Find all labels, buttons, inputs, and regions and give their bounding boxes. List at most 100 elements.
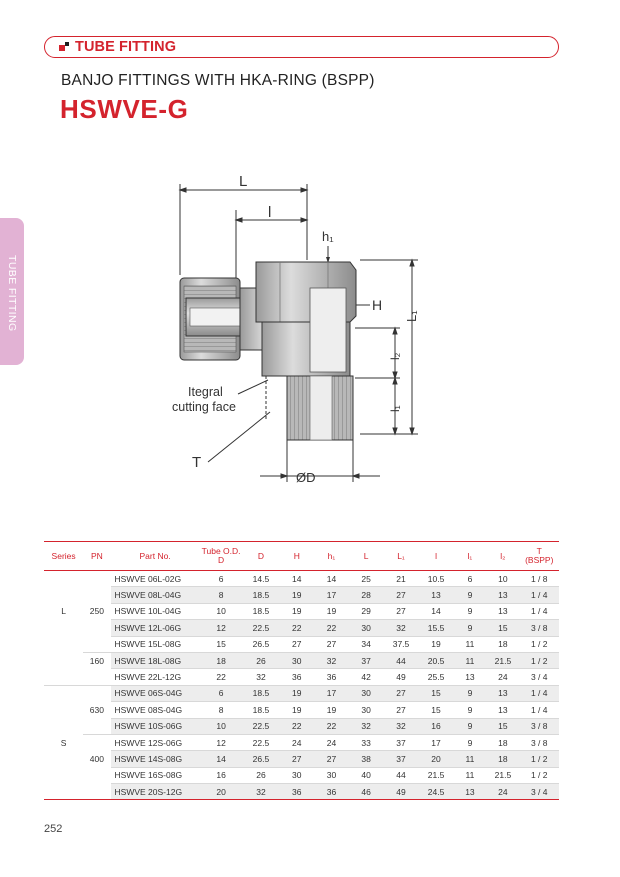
cell-value: 49 [383,783,419,801]
cell-value: 17 [418,734,454,752]
cell-value: 36 [279,668,315,686]
cell-series [44,636,84,653]
cell-value: 26.5 [242,750,280,768]
label-L: L [239,173,247,190]
cell-value: 9 [453,586,487,604]
cell-pn [83,767,111,784]
cell-value: 40 [348,767,384,785]
cell-value: 18.5 [242,684,280,703]
cell-value: 24 [486,668,520,686]
cell-value: 37 [348,652,384,670]
col-series: Series [44,541,84,571]
cell-value: 6 [199,570,243,588]
cell-value: 11 [453,652,487,670]
cell-value: 14.5 [242,570,280,588]
cell-value: 9 [453,603,487,621]
cell-value: 30 [279,767,315,785]
cell-value: 27 [383,586,419,604]
cell-value: 14 [418,603,454,621]
cell-value: 15 [486,619,520,637]
cell-series [44,619,84,637]
col-l2: l₂ [486,541,520,571]
cell-part-no: HSWVE 12S-06G [110,734,200,752]
cell-value: 12 [199,734,243,752]
cell-pn: 160 [83,652,111,669]
cell-pn [83,636,111,653]
cell-value: 25 [348,570,384,588]
cell-value: 44 [383,652,419,670]
cell-part-no: HSWVE 16S-08G [110,767,200,785]
cell-value: 33 [348,734,384,752]
label-H: H [372,297,382,313]
cell-value: 13 [486,586,520,604]
cell-value: 27 [383,603,419,621]
cell-value: 18.5 [242,701,280,719]
cell-value: 22 [314,619,349,637]
cell-value: 26 [242,652,280,670]
cell-value: 10 [486,570,520,588]
cell-pn [83,734,111,751]
cell-part-no: HSWVE 15L-08G [110,636,200,653]
cell-value: 3 / 8 [519,734,559,752]
cell-part-no: HSWVE 08S-04G [110,701,200,719]
cell-series [44,767,84,784]
cell-value: 19 [314,701,349,719]
cell-pn [83,570,111,587]
cell-value: 18 [199,652,243,670]
cell-value: 37.5 [383,636,419,653]
note-line2: cutting face [172,400,236,414]
cell-value: 17 [314,586,349,604]
spec-table: Series PN Part No. Tube O.D. D D H h₁ L … [44,541,559,801]
cell-pn [83,619,111,637]
cell-value: 3 / 4 [519,668,559,686]
col-D: D [242,541,280,571]
cell-value: 11 [453,750,487,768]
cell-value: 1 / 4 [519,586,559,604]
cell-series [44,750,84,768]
cell-value: 18 [486,734,520,752]
cell-value: 14 [279,570,315,588]
cell-part-no: HSWVE 06L-02G [110,570,200,588]
dimension-l2 [355,326,400,380]
cell-value: 1 / 8 [519,570,559,588]
cell-value: 13 [486,684,520,703]
cell-value: 6 [199,684,243,703]
cell-value: 32 [348,718,384,735]
cell-value: 13 [418,586,454,604]
cell-value: 26.5 [242,636,280,653]
cell-value: 1 / 2 [519,652,559,670]
cell-pn [83,718,111,735]
label-l: l [268,204,271,221]
cell-part-no: HSWVE 08L-04G [110,586,200,604]
page-subtitle: BANJO FITTINGS WITH HKA-RING (BSPP) [61,72,375,89]
side-tab[interactable]: TUBE FITTING [0,218,24,365]
col-l: l [418,541,454,571]
cell-value: 19 [418,636,454,653]
cell-value: 24 [279,734,315,752]
cell-value: 15.5 [418,619,454,637]
cell-value: 19 [279,684,315,703]
cell-value: 6 [453,570,487,588]
cell-value: 15 [418,701,454,719]
col-tube-od: Tube O.D. D [199,541,243,571]
cell-value: 22 [279,619,315,637]
cell-value: 21 [383,570,419,588]
cell-part-no: HSWVE 06S-04G [110,684,200,703]
cell-value: 22.5 [242,619,280,637]
cell-pn [83,586,111,604]
cell-value: 1 / 4 [519,684,559,703]
cell-value: 24.5 [418,783,454,801]
cell-value: 42 [348,668,384,686]
fitting-drawing: L l h₁ L₁ H l₂ l₁ [172,173,419,485]
cell-value: 3 / 8 [519,619,559,637]
cell-value: 30 [314,767,349,785]
cell-value: 20 [199,783,243,801]
col-L: L [348,541,384,571]
